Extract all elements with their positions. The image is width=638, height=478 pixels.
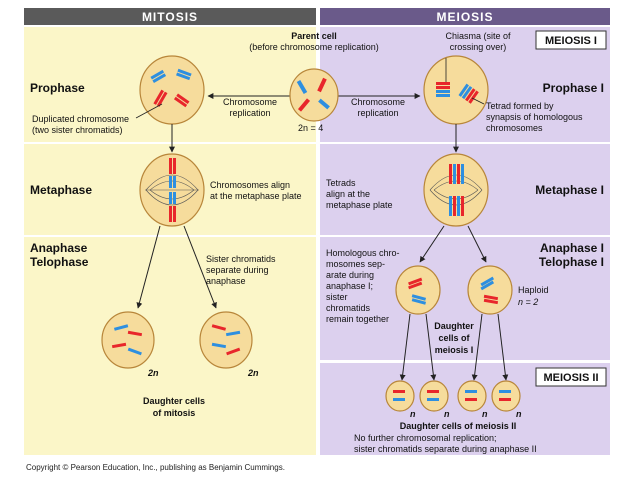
- stage-metaphase: Metaphase: [30, 183, 92, 197]
- replication-left-line-1: Chromosome: [223, 97, 277, 107]
- n-label-1: n: [410, 409, 416, 419]
- homologous-line-4: anaphase I;: [326, 281, 373, 291]
- parent-cell: [289, 68, 339, 122]
- tetrad-line-3: chromosomes: [486, 123, 543, 133]
- n-label-3: n: [482, 409, 488, 419]
- replication-right-line-1: Chromosome: [351, 97, 405, 107]
- stage-metaphase-i: Metaphase I: [535, 183, 604, 197]
- duplicated-line-1: Duplicated chromosome: [32, 114, 129, 124]
- homologous-line-2: mosomes sep-: [326, 259, 385, 269]
- daughter-meiosis-i-line-2: cells of: [438, 333, 470, 343]
- stage-telophase-i: Telophase I: [539, 255, 604, 269]
- meiosis-ii-box-label: MEIOSIS II: [543, 372, 598, 384]
- meiosis-ii-box: [535, 367, 607, 387]
- parent-cell-subtitle: (before chromosome replication): [249, 42, 379, 52]
- duplicated-line-2: (two sister chromatids): [32, 125, 123, 135]
- tetrad-line-2: synapsis of homologous: [486, 112, 583, 122]
- mitosis-metaphase-cell: [139, 153, 205, 227]
- homologous-line-6: chromatids: [326, 303, 371, 313]
- meiosis-metaphase-i-cell: [423, 153, 489, 227]
- two-n-right: 2n: [247, 368, 259, 378]
- homologous-line-3: arate during: [326, 270, 374, 280]
- meiosis-ii-arrow-4: [497, 313, 509, 381]
- daughter-meiosis-ii: Daughter cells of meiosis II: [400, 421, 517, 431]
- parent-ploidy: 2n = 4: [298, 123, 323, 133]
- n-label-2: n: [444, 409, 450, 419]
- parent-cell-title: Parent cell: [291, 31, 337, 41]
- stage-anaphase-i: Anaphase I: [540, 241, 604, 255]
- meiosis-prophase-i-cell: [423, 55, 489, 125]
- stage-telophase: Telophase: [30, 255, 89, 269]
- homologous-line-7: remain together: [326, 314, 389, 324]
- meiosis-ii-arrow-1: [399, 313, 411, 381]
- meiosis-i-box-label: MEIOSIS I: [545, 35, 597, 47]
- stage-prophase: Prophase: [30, 81, 85, 95]
- mitosis-header: MITOSIS: [142, 10, 198, 24]
- haploid-line-2: n = 2: [518, 297, 538, 307]
- stage-prophase-i: Prophase I: [543, 81, 604, 95]
- meiosis-ii-cell-2: [419, 380, 449, 412]
- meiosis-i-box: [535, 30, 607, 50]
- sister-separate-line-2: separate during: [206, 265, 269, 275]
- chiasma-line-2: crossing over): [450, 42, 507, 52]
- replication-left-line-2: replication: [229, 108, 270, 118]
- tetrads-align-line-3: metaphase plate: [326, 200, 393, 210]
- homologous-line-5: sister: [326, 292, 348, 302]
- meiosis-arrow-3: [467, 225, 487, 263]
- chromosomes-align-line-1: Chromosomes align: [210, 180, 290, 190]
- sister-separate-line-1: Sister chromatids: [206, 254, 276, 264]
- meiosis-ii-cell-4: [491, 380, 521, 412]
- mitosis-daughter-cell-right: [199, 311, 253, 369]
- homologous-line-1: Homologous chro-: [326, 248, 400, 258]
- copyright-text: Copyright © Pearson Education, Inc., pub…: [26, 463, 285, 472]
- tetrads-align-line-1: Tetrads: [326, 178, 356, 188]
- meiosis-ii-arrow-3: [471, 313, 483, 381]
- replication-right-line-2: replication: [357, 108, 398, 118]
- tetrad-pointer: [471, 97, 485, 105]
- daughter-meiosis-i-line-1: Daughter: [434, 321, 474, 331]
- meiosis-ii-cell-1: [385, 380, 415, 412]
- daughter-meiosis-i-line-3: meiosis I: [435, 345, 474, 355]
- daughter-mitosis-line-1: Daughter cells: [143, 396, 205, 406]
- no-further-line-1: No further chromosomal replication;: [354, 433, 497, 443]
- meiosis-header: MEIOSIS: [436, 10, 493, 24]
- meiosis-ii-arrow-2: [425, 313, 437, 381]
- mitosis-arrow-2: [136, 225, 161, 309]
- daughter-mitosis-line-2: of mitosis: [153, 408, 196, 418]
- mitosis-header-bar: [24, 8, 316, 25]
- mitosis-arrow-3: [183, 225, 217, 309]
- tetrad-line-1: Tetrad formed by: [486, 101, 554, 111]
- stage-anaphase: Anaphase: [30, 241, 88, 255]
- mitosis-daughter-cell-left: [101, 311, 155, 369]
- duplicated-pointer: [135, 103, 163, 119]
- meiosis-arrow-2: [419, 225, 445, 263]
- meiosis-i-daughter-cell-right: [467, 265, 513, 315]
- meiosis-i-daughter-cell-left: [395, 265, 441, 315]
- no-further-line-2: sister chromatids separate during anapha…: [354, 444, 537, 454]
- sister-separate-line-3: anaphase: [206, 276, 246, 286]
- haploid-line-1: Haploid: [518, 285, 549, 295]
- chiasma-line-1: Chiasma (site of: [445, 31, 511, 41]
- meiosis-ii-cell-3: [457, 380, 487, 412]
- chromosomes-align-line-2: at the metaphase plate: [210, 191, 302, 201]
- mitosis-prophase-cell: [139, 55, 205, 125]
- tetrads-align-line-2: align at the: [326, 189, 370, 199]
- n-label-4: n: [516, 409, 522, 419]
- meiosis-header-bar: [320, 8, 610, 25]
- two-n-left: 2n: [147, 368, 159, 378]
